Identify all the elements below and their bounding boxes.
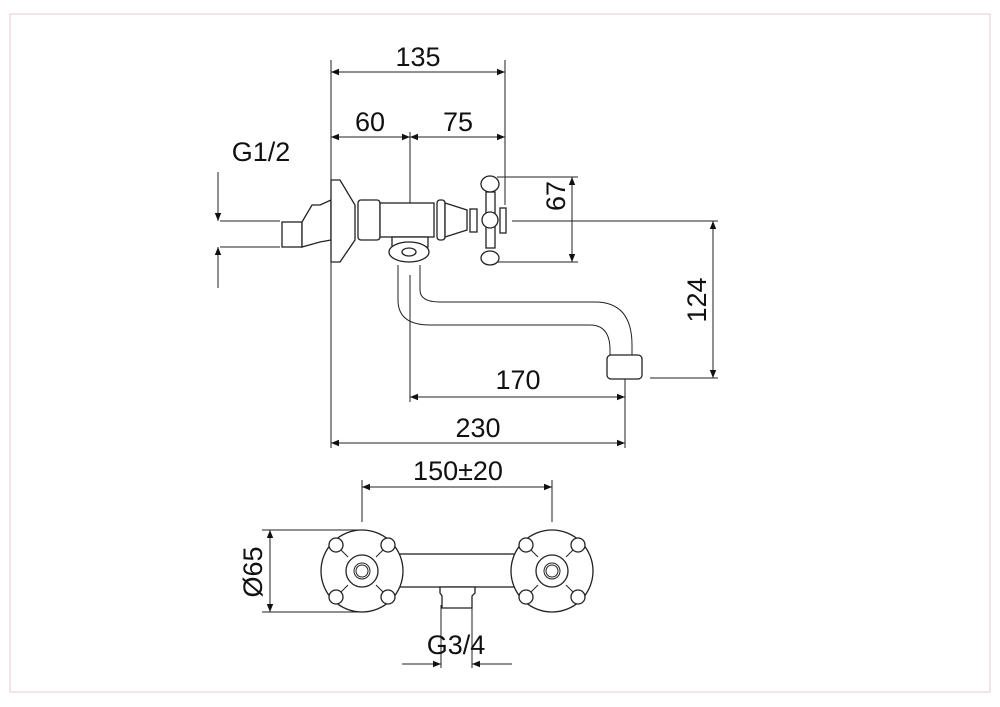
faucet-side-view [281,175,643,380]
dim-150: 150±20 [413,456,503,486]
outlet [439,586,476,609]
spout [397,265,633,358]
mixer-body [394,553,521,588]
handle-right [510,529,594,613]
handle-knob-bottom [480,250,500,266]
decor-ring [436,199,446,241]
dim-67: 67 [541,181,571,211]
handle-hub [481,211,499,229]
stem [469,208,478,233]
dim-60: 60 [355,107,385,137]
dim-g12: G1/2 [232,137,291,167]
inlet-pipe [281,221,303,248]
dim-230: 230 [455,413,500,443]
spout-nozzle [606,354,643,380]
dimension-lines [214,68,717,668]
dim-75: 75 [443,107,473,137]
dim-135: 135 [395,42,440,72]
wall-flange [330,179,356,263]
hex-nut [357,199,381,241]
dim-g34: G3/4 [427,630,486,660]
dim-170: 170 [495,365,540,395]
index-cap [499,207,507,234]
dim-d65: Ø65 [238,546,268,597]
faucet-front-view [320,529,594,613]
bonnet [444,202,468,238]
drawing-frame [9,13,991,693]
inlet-elbow [301,198,332,248]
handle-knob-top [480,175,500,193]
handle-left [320,529,404,613]
valve-body [379,202,435,238]
dim-124: 124 [682,277,712,322]
